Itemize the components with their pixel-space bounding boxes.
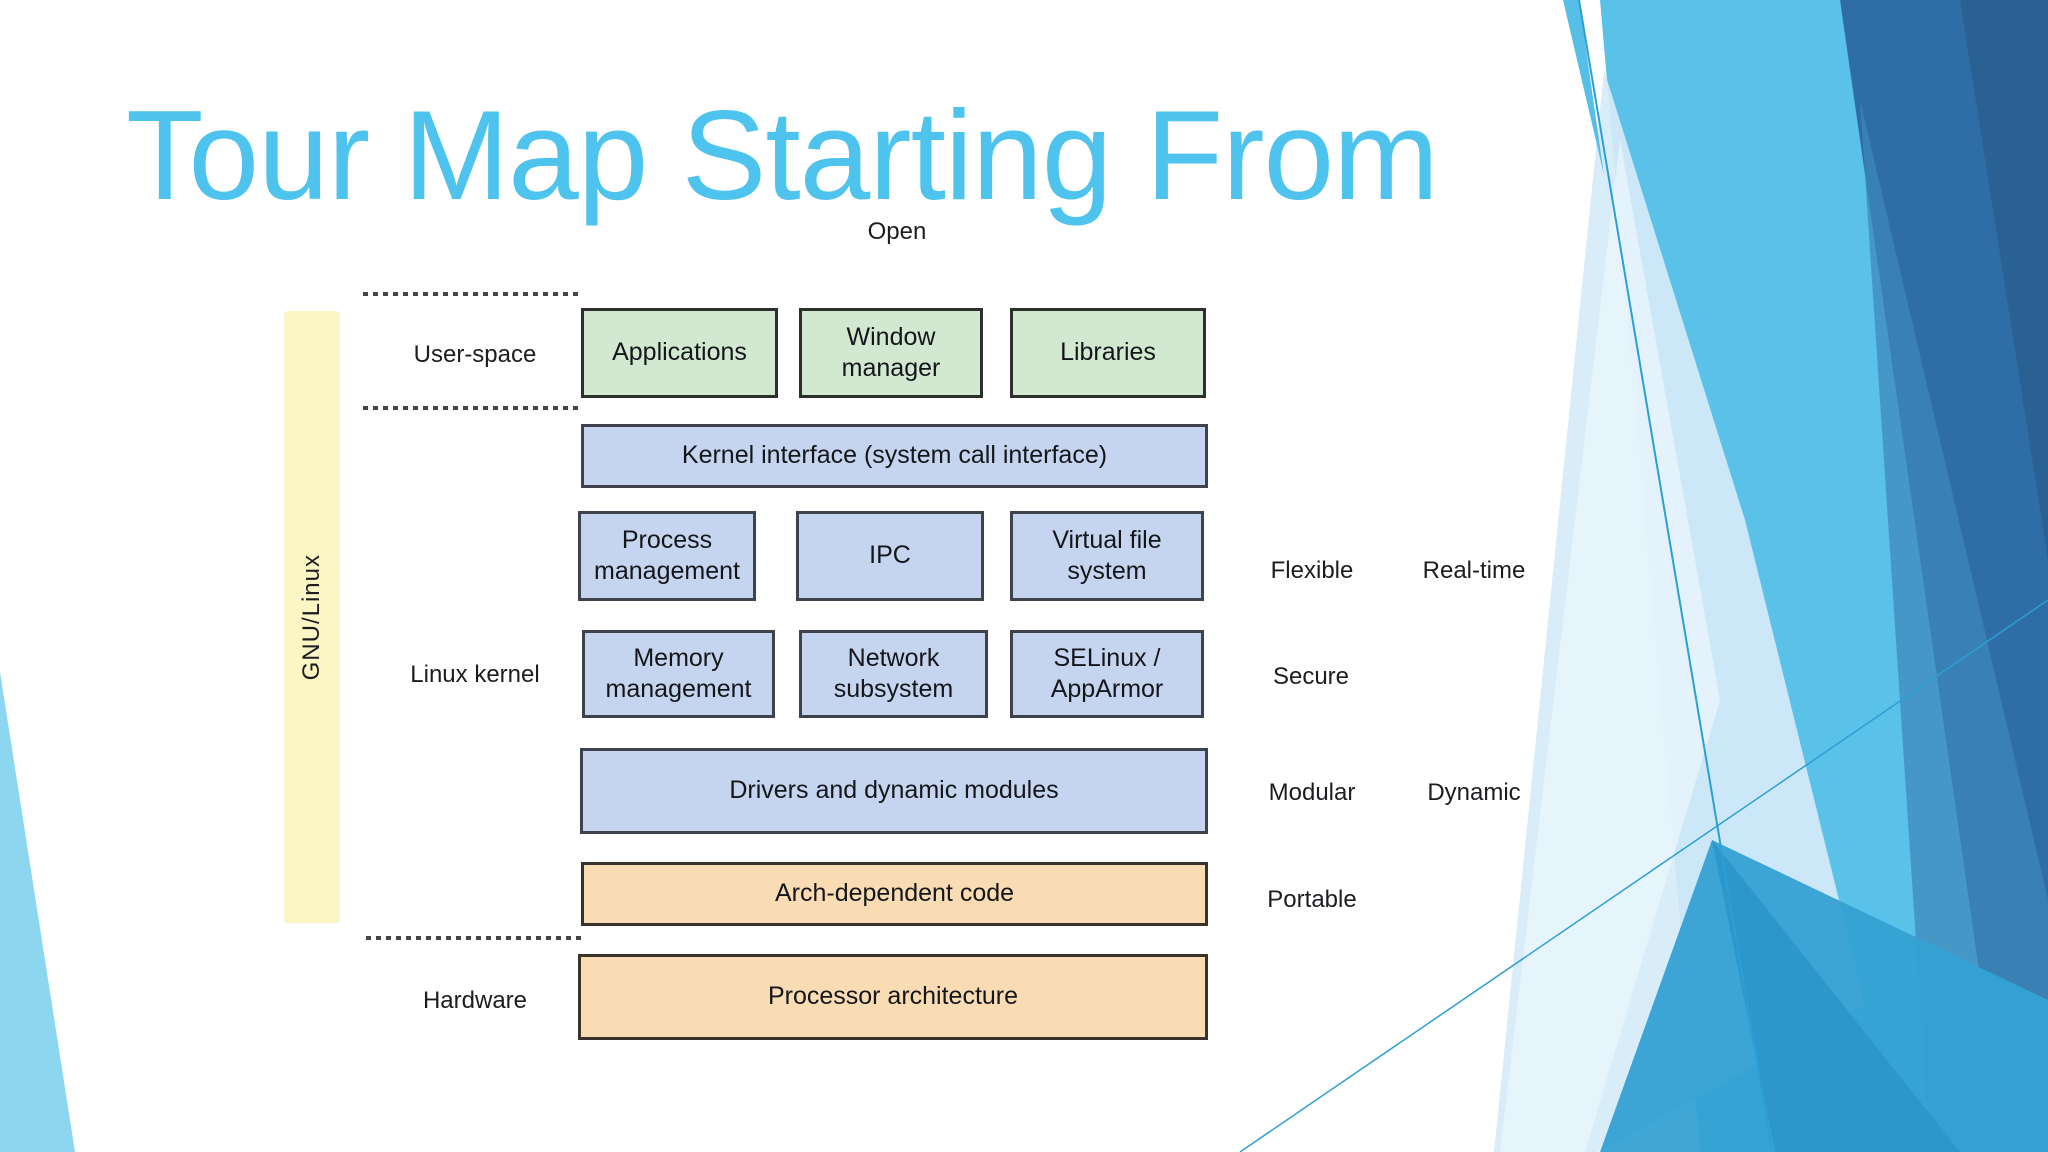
gnu-linux-sidebar: GNU/Linux: [284, 311, 340, 923]
facet-line-diagonal: [1239, 599, 2048, 1152]
box-drivers-dynamic-modules: Drivers and dynamic modules: [580, 748, 1208, 834]
box-virtual-file-system: Virtual file system: [1010, 511, 1204, 601]
box-selinux-apparmor: SELinux / AppArmor: [1010, 630, 1204, 718]
box-window-manager: Window manager: [799, 308, 983, 398]
row-label-user-space: User-space: [413, 341, 537, 368]
facet-top-sliver: [1563, 0, 1604, 175]
box-processor-architecture: Processor architecture: [578, 954, 1208, 1040]
box-applications: Applications: [581, 308, 778, 398]
diagram-caption-open: Open: [867, 218, 927, 245]
attribute-secure: Secure: [1272, 663, 1350, 690]
bottom-left-wedge: [0, 672, 75, 1152]
box-ipc: IPC: [796, 511, 984, 601]
dashed-separator-top: [363, 292, 582, 296]
attribute-portable: Portable: [1267, 886, 1357, 913]
attribute-dynamic: Dynamic: [1427, 779, 1521, 806]
dashed-separator-userspace-kernel: [363, 406, 582, 410]
facet-line-vertical: [1578, 0, 1773, 1152]
facet-pale-fan-inner: [1500, 140, 1720, 1152]
attribute-flexible: Flexible: [1270, 557, 1354, 584]
row-label-hardware: Hardware: [422, 987, 528, 1014]
box-process-management: Process management: [578, 511, 756, 601]
box-arch-dependent-code: Arch-dependent code: [581, 862, 1208, 926]
box-kernel-interface: Kernel interface (system call interface): [581, 424, 1208, 488]
attribute-modular: Modular: [1268, 779, 1356, 806]
dashed-separator-kernel-hardware: [366, 936, 582, 940]
facet-darker-corner: [1960, 0, 2048, 560]
box-network-subsystem: Network subsystem: [799, 630, 988, 718]
facet-mid-band: [1860, 100, 2048, 1152]
row-label-linux-kernel: Linux kernel: [410, 661, 540, 688]
facet-bottom-fan-dark: [1712, 840, 1960, 1152]
box-libraries: Libraries: [1010, 308, 1206, 398]
gnu-linux-label: GNU/Linux: [298, 553, 325, 681]
attribute-real-time: Real-time: [1422, 557, 1526, 584]
box-memory-management: Memory management: [582, 630, 775, 718]
slide-title: Tour Map Starting From: [126, 84, 1439, 226]
